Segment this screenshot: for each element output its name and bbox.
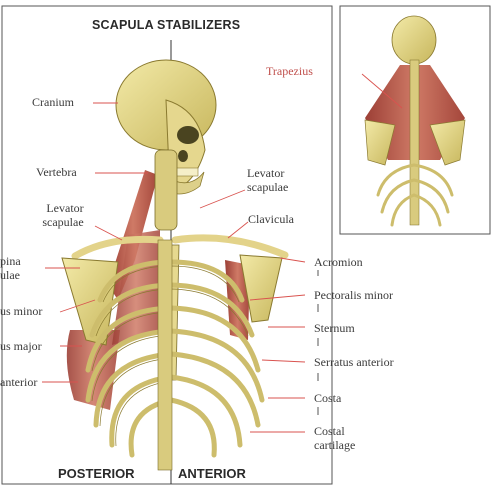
label-pectoralis-minor: Pectoralis minor: [314, 289, 393, 302]
label-spina-line1: pina: [0, 255, 21, 268]
cervical-spine: [155, 150, 177, 230]
footer-posterior: POSTERIOR: [58, 466, 135, 481]
label-clavicula: Clavicula: [248, 213, 294, 226]
label-cranium: Cranium: [32, 96, 74, 109]
label-levator-right-line2: scapulae: [247, 181, 288, 194]
label-sternum: Sternum: [314, 322, 355, 335]
label-acromion: Acromion: [314, 256, 363, 269]
label-serratus-anterior-left: anterior: [0, 376, 37, 389]
nasal-cavity: [178, 150, 188, 162]
label-pect-minor-left: us minor: [0, 305, 42, 318]
label-levator-right-line1: Levator: [247, 167, 284, 180]
label-costal-line1: Costal: [314, 425, 345, 438]
label-serratus-anterior: Serratus anterior: [314, 356, 394, 369]
label-trapezius: Trapezius: [266, 65, 313, 78]
thoracic-spine: [158, 240, 172, 470]
label-levator-left-line1: Levator: [40, 202, 90, 215]
clavicle-right: [175, 238, 285, 255]
label-costa: Costa: [314, 392, 341, 405]
label-spina-line2: ulae: [0, 269, 20, 282]
label-serratus-major: us major: [0, 340, 42, 353]
eye-socket: [177, 126, 199, 144]
inset-skull: [392, 16, 436, 64]
label-levator-left-line2: scapulae: [32, 216, 94, 229]
footer-anterior: ANTERIOR: [178, 466, 246, 481]
label-costal-line2: cartilage: [314, 439, 355, 452]
figure-title: SCAPULA STABILIZERS: [92, 18, 240, 32]
inset-spine: [410, 60, 419, 225]
label-vertebra: Vertebra: [36, 166, 77, 179]
